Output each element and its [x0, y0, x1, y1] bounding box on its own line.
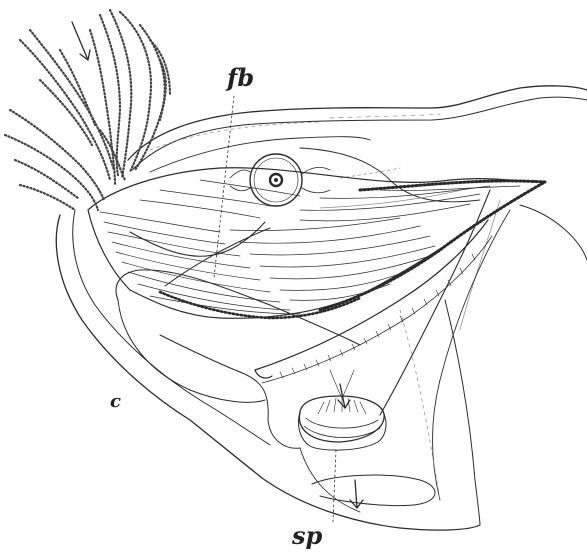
lower-lip: [255, 220, 492, 383]
lower-ring: [312, 475, 435, 506]
cilia-tuft: [5, 10, 170, 210]
muscle-band: [88, 168, 545, 319]
outer-contours: [56, 210, 480, 530]
funnel: [298, 370, 386, 450]
canal-lines: [300, 148, 480, 208]
label-c: c: [110, 393, 121, 411]
arrow-down-icon: [72, 22, 90, 60]
label-fb: fb: [227, 66, 254, 90]
sp-leader-line: [333, 450, 336, 522]
vesicle: [230, 154, 330, 206]
label-sp: sp: [292, 524, 322, 548]
